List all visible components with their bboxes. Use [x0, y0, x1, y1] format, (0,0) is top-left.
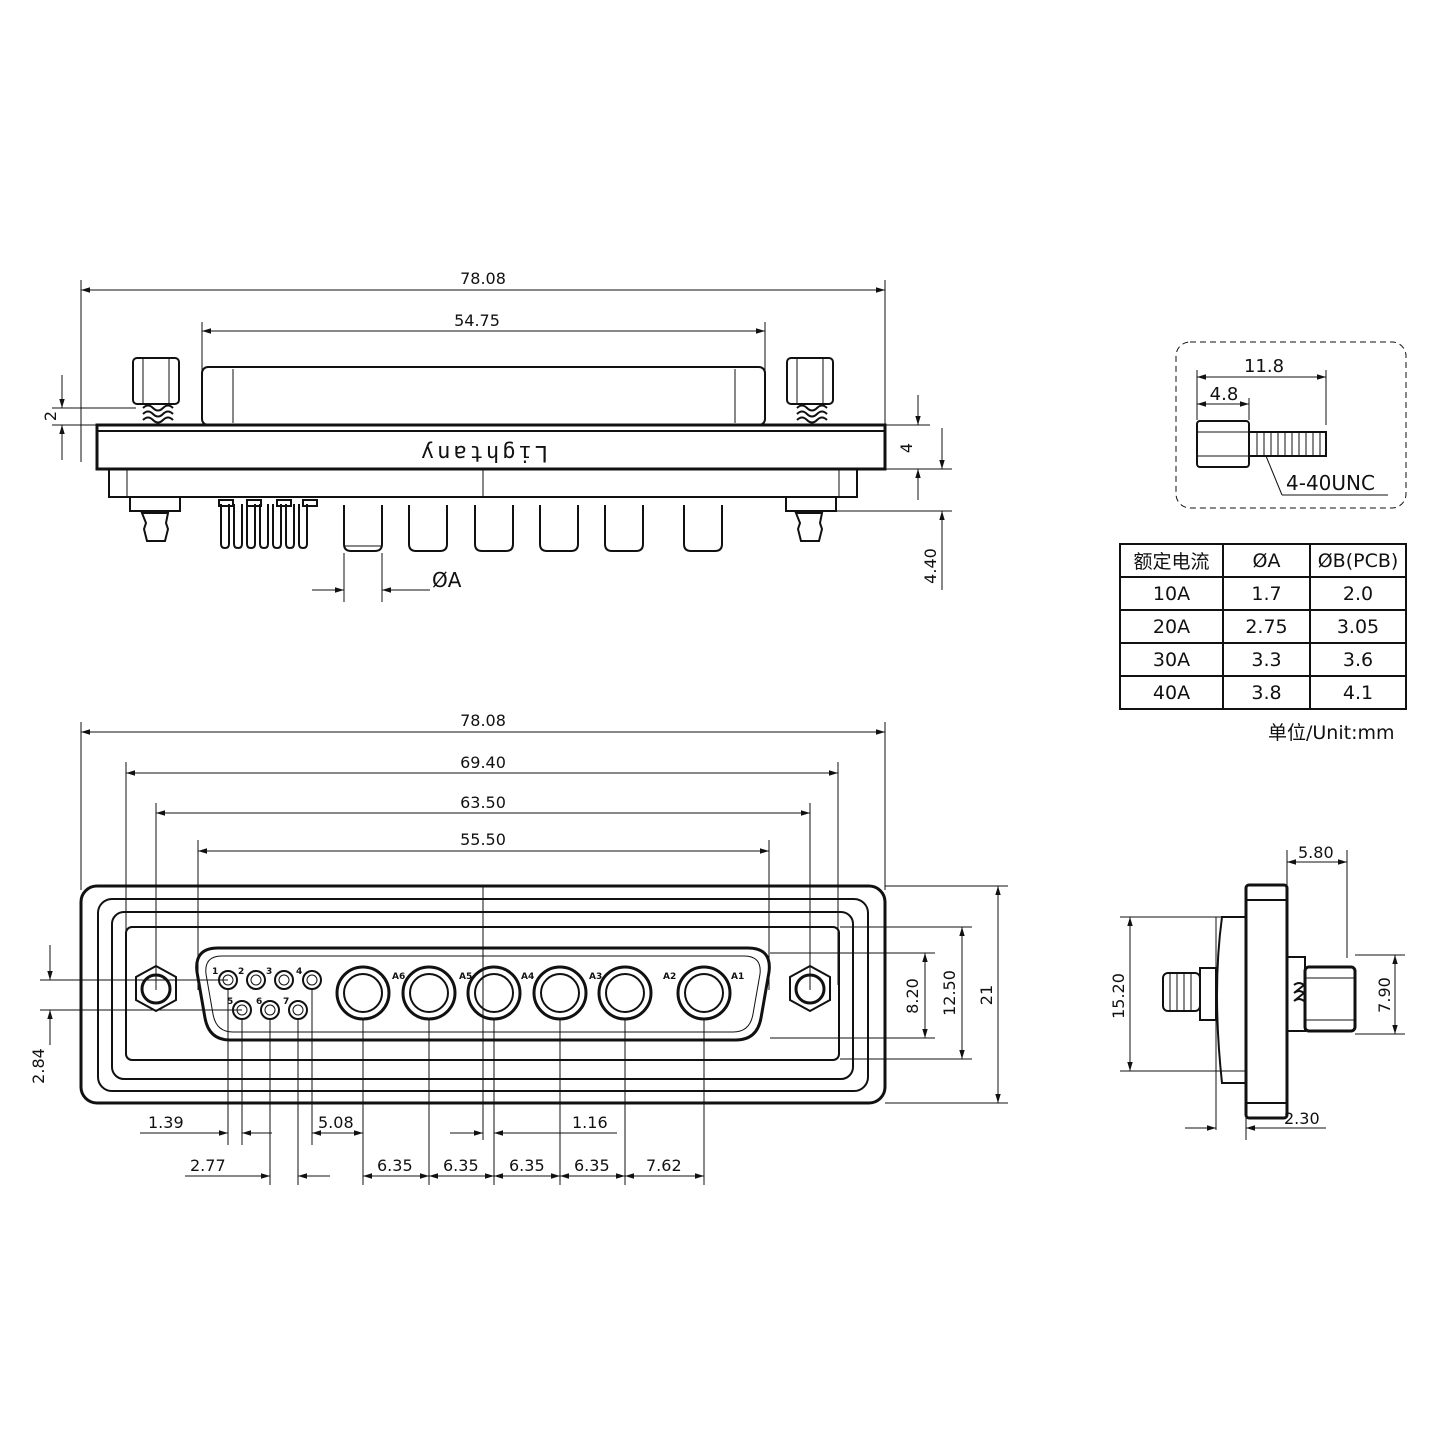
table-cell: 3.6: [1309, 642, 1407, 677]
dim-1-16: 1.16: [572, 1113, 608, 1132]
screw-detail: 11.8 4.8 4-40UNC: [1175, 341, 1407, 509]
dim-6-35-c: 6.35: [509, 1156, 545, 1175]
offset-left-dim: 2.84: [29, 1048, 48, 1084]
dim-6-35-a: 6.35: [377, 1156, 413, 1175]
power-contacts-front: A6 A5 A4 A3 A2 A1: [335, 965, 744, 1021]
front-overall-width: 78.08: [460, 711, 506, 730]
pin-label-6: 6: [256, 997, 262, 1007]
pin-label-3: 3: [266, 967, 272, 977]
table-header-row: 额定电流 ØA ØB(PCB): [1119, 543, 1407, 578]
pitch-55-dim: 55.50: [460, 830, 506, 849]
side-height-dim: 15.20: [1109, 973, 1128, 1019]
top-overall-width: 78.08: [460, 269, 506, 288]
side-depth-bottom: 2.30: [1284, 1109, 1320, 1128]
table-cell: 20A: [1119, 609, 1224, 644]
dim-6-35-b: 6.35: [443, 1156, 479, 1175]
pitch-63-dim: 63.50: [460, 793, 506, 812]
screw-total-length: 11.8: [1244, 356, 1284, 377]
contact-label-a5: A5: [459, 972, 472, 982]
flange-thickness-dim: 4: [897, 443, 916, 453]
pin-label-2: 2: [238, 967, 244, 977]
table-header: ØB(PCB): [1309, 543, 1407, 578]
power-pins-side: [343, 505, 723, 552]
table-row: 30A 3.3 3.6: [1119, 642, 1407, 677]
table-header: 额定电流: [1119, 543, 1224, 578]
contact-label-a3: A3: [589, 972, 602, 982]
dim-2-77: 2.77: [190, 1156, 226, 1175]
side-view: 5.80 15.20 7.90 2.30: [1109, 843, 1405, 1140]
pin-label-4: 4: [296, 967, 302, 977]
height-21-dim: 21: [977, 985, 996, 1005]
front-view: 78.08 69.40 63.50 55.50: [29, 711, 1008, 1185]
top-shell-width: 54.75: [454, 311, 500, 330]
spec-table: 额定电流 ØA ØB(PCB) 10A 1.7 2.0 20A 2.75 3.0…: [1119, 543, 1407, 710]
contact-label-a6: A6: [392, 972, 405, 982]
mount-hole-spacing: 69.40: [460, 753, 506, 772]
table-cell: 3.05: [1309, 609, 1407, 644]
height-8-dim: 8.20: [903, 978, 922, 1014]
table-cell: 3.8: [1222, 675, 1311, 710]
pin-label-1: 1: [212, 967, 218, 977]
pin-label-5: 5: [227, 997, 233, 1007]
table-row: 20A 2.75 3.05: [1119, 609, 1407, 644]
table-cell: 1.7: [1222, 576, 1311, 611]
height-12-dim: 12.50: [940, 970, 959, 1016]
side-thread-height-dim: 7.90: [1375, 977, 1394, 1013]
table-cell: 4.1: [1309, 675, 1407, 710]
unit-label: 单位/Unit:mm: [1268, 722, 1395, 744]
jackscrew-height-dim: 2: [41, 411, 60, 421]
side-depth-top: 5.80: [1298, 843, 1334, 862]
screw-hex-length: 4.8: [1210, 384, 1239, 405]
contact-label-a1: A1: [731, 972, 744, 982]
table-cell: 30A: [1119, 642, 1224, 677]
table-cell: 10A: [1119, 576, 1224, 611]
table-row: 40A 3.8 4.1: [1119, 675, 1407, 710]
contact-label-a4: A4: [521, 972, 534, 982]
pin-label-7: 7: [283, 997, 289, 1007]
brand-logo: Lightany: [418, 440, 548, 465]
signal-pins-side: [218, 499, 318, 550]
screw-thread-spec: 4-40UNC: [1286, 471, 1375, 495]
table-cell: 2.75: [1222, 609, 1311, 644]
dim-7-62: 7.62: [646, 1156, 682, 1175]
pin-length-dim: 4.40: [921, 548, 940, 584]
table-cell: 40A: [1119, 675, 1224, 710]
dim-1-39: 1.39: [148, 1113, 184, 1132]
top-view: 78.08 54.75 Lightany: [41, 269, 952, 602]
dim-5-08: 5.08: [318, 1113, 354, 1132]
table-cell: 2.0: [1309, 576, 1407, 611]
dim-6-35-d: 6.35: [574, 1156, 610, 1175]
table-cell: 3.3: [1222, 642, 1311, 677]
table-row: 10A 1.7 2.0: [1119, 576, 1407, 611]
contact-label-a2: A2: [663, 972, 676, 982]
table-header: ØA: [1222, 543, 1311, 578]
pin-diameter-label: ØA: [432, 568, 462, 592]
